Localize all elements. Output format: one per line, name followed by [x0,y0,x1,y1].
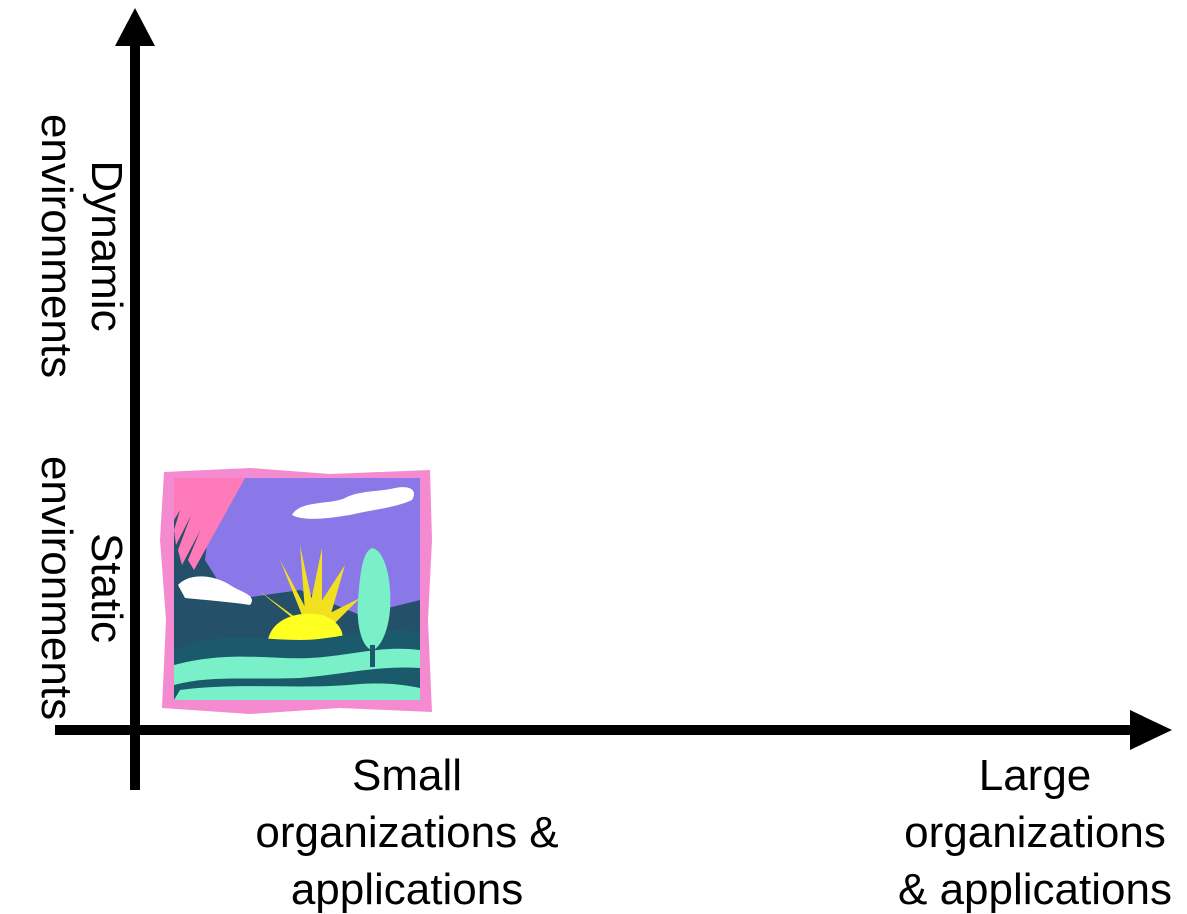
svg-text:Static: Static [82,533,131,643]
clipart-cloud [292,487,415,519]
y-label-static-line-2: environments [32,456,81,720]
svg-text:environments: environments [32,114,81,378]
y-label-static-line-1: Static [82,533,131,643]
y-label-dynamic-line-2: environments [32,114,81,378]
y-label-dynamic: Dynamic environments [32,114,131,378]
x-label-large-line-1: Large [979,751,1092,800]
x-label-small-line-2: organizations & [255,808,558,857]
x-label-large-line-2: organizations [904,808,1166,857]
x-label-large-line-3: & applications [898,865,1172,914]
x-axis [55,710,1172,750]
clipart-grass [174,648,420,685]
clipart-sun [268,613,343,642]
y-label-dynamic-line-1: Dynamic [82,160,131,331]
y-axis-arrowhead [115,8,155,46]
x-axis-arrowhead [1130,710,1172,750]
sunrise-landscape-clipart-icon [160,468,432,714]
y-axis [115,8,155,790]
x-label-small-line-1: Small [352,751,462,800]
y-label-static: Static environments [32,456,131,720]
svg-text:environments: environments [32,456,81,720]
x-label-small: Small organizations & applications [255,751,558,914]
clipart-tree [357,548,391,650]
svg-text:Dynamic: Dynamic [82,160,131,331]
clipart-cloud [178,576,252,605]
x-label-large: Large organizations & applications [898,751,1172,914]
x-label-small-line-3: applications [291,865,523,914]
